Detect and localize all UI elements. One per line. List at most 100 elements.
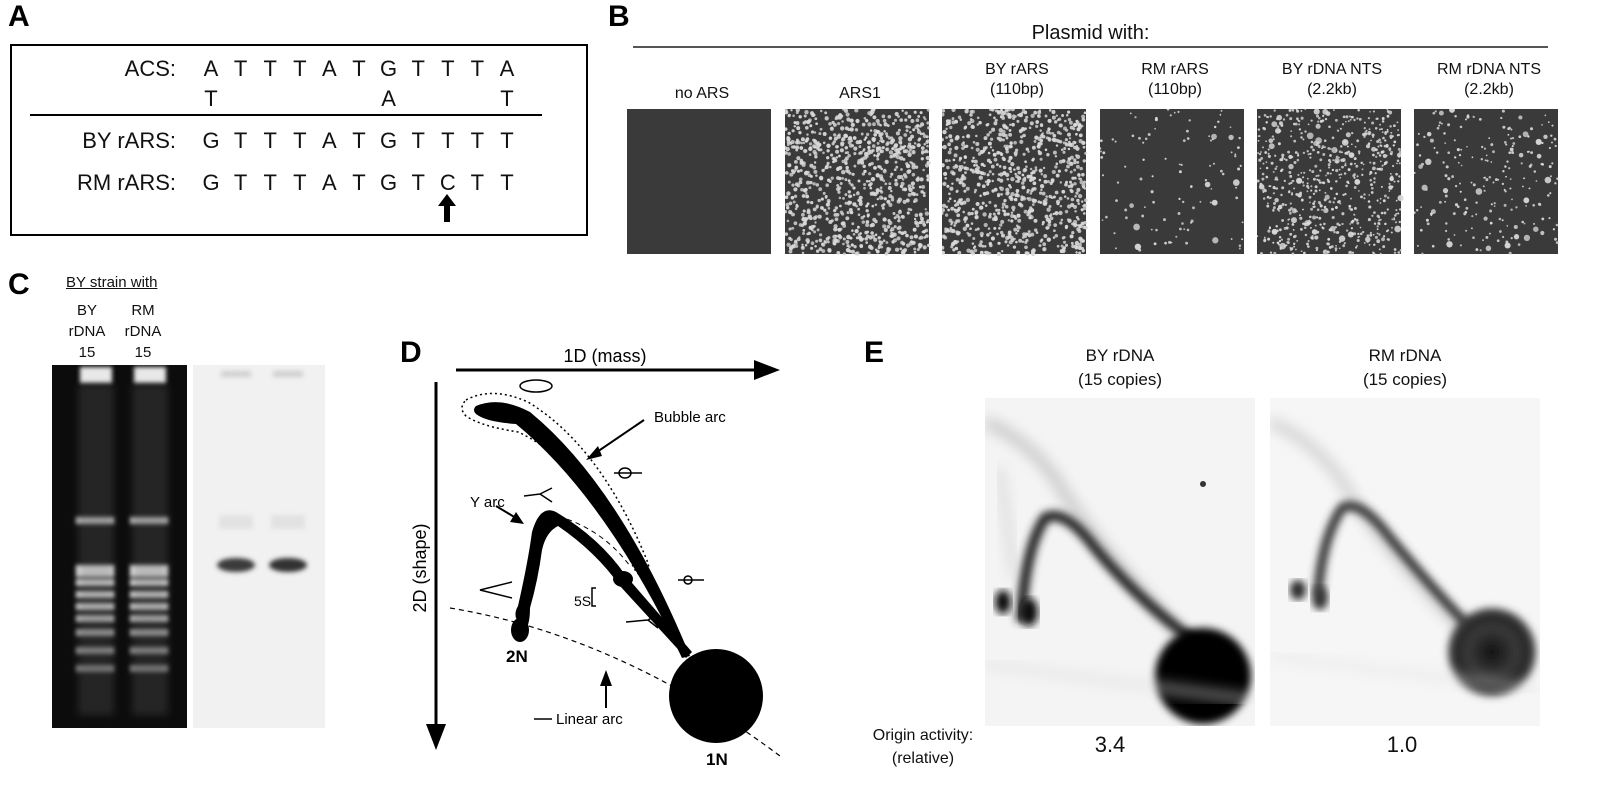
plate-name: RM rDNA NTS: [1437, 61, 1541, 78]
x-axis-label: 1D (mass): [563, 346, 646, 366]
lane-label-rm-line3: 15: [134, 344, 152, 361]
panel-label-b: B: [608, 0, 630, 33]
lane-label-rm-line1: RM: [131, 302, 155, 319]
nucleotide: T: [411, 170, 425, 195]
nucleotide: C: [439, 170, 456, 195]
southern-blot: [193, 365, 325, 728]
nucleotide: G: [380, 170, 398, 195]
plate-size: (2.2kb): [1307, 81, 1357, 98]
plate-label: BY rDNA NTS (2.2kb): [1257, 60, 1407, 100]
panel-label-e: E: [864, 336, 885, 369]
plate-label: BY rARS(110bp): [942, 60, 1092, 100]
origin-activity-line2: (relative): [891, 750, 955, 767]
lane-label-by-line2: rDNA: [68, 323, 106, 340]
nucleotide: T: [263, 170, 277, 195]
colony-plate: [1100, 109, 1244, 254]
linear-arc-label: Linear arc: [556, 711, 623, 728]
bubble-fork-icon: [614, 467, 642, 479]
bubble-arc-outline: [461, 392, 650, 577]
five-s-label: 5S: [574, 593, 591, 609]
small-fork-icon: [625, 613, 659, 629]
nucleotide: T: [441, 128, 455, 153]
blot-title-by-line2: (15 copies): [1077, 370, 1163, 389]
nucleotide: T: [233, 56, 248, 81]
colony-plate: [942, 109, 1088, 257]
lane-label-rm-line2: rDNA: [124, 323, 162, 340]
blot-title-rm-line2: (15 copies): [1362, 370, 1448, 389]
plate-label: RM rDNA NTS (2.2kb): [1414, 60, 1564, 100]
nucleotide: T: [352, 170, 366, 195]
plasmid-header-rule: [633, 46, 1548, 48]
nucleotide: A: [322, 170, 337, 195]
nucleotide: T: [352, 128, 366, 153]
lane-label-by-line1: BY: [76, 302, 97, 319]
five-s-spot: [613, 571, 633, 587]
lane-label-by: BY rDNA 15: [62, 300, 112, 363]
nucleotide: A: [499, 56, 515, 81]
linear-arc-curve: [449, 607, 781, 757]
nucleotide: A: [381, 86, 396, 111]
ethidium-gel: [52, 365, 187, 728]
colony-plate: [1414, 109, 1559, 256]
origin-activity-label: Origin activity: (relative): [852, 724, 994, 770]
nucleotide: T: [263, 128, 277, 153]
nucleotide: T: [411, 128, 425, 153]
bubble-icon: [519, 379, 553, 393]
blot-title-rm-line1: RM rDNA: [1368, 346, 1442, 365]
mutation-arrow-icon: [436, 194, 458, 227]
two-d-gel-diagram: 1D (mass) 2D (shape) Bubble arc Y arc 5S…: [410, 346, 781, 769]
blot-title-by-line1: BY rDNA: [1085, 346, 1155, 365]
nucleotide: T: [441, 56, 455, 81]
nucleotide: T: [293, 170, 307, 195]
nucleotide: G: [380, 128, 398, 153]
nucleotide: T: [500, 86, 514, 111]
y-fork-icon: [523, 487, 553, 503]
nucleotide: A: [203, 56, 219, 81]
plate-size: (2.2kb): [1464, 81, 1514, 98]
two-n-spot: [511, 618, 529, 642]
nucleotide: T: [500, 128, 514, 153]
nucleotide: G: [202, 170, 220, 195]
colony-plate: [785, 109, 931, 256]
nucleotide: A: [322, 128, 337, 153]
nucleotide: T: [500, 170, 514, 195]
blot-title-rm: RM rDNA (15 copies): [1270, 344, 1540, 392]
nucleotide: T: [352, 56, 366, 81]
plate-size: (110bp): [1148, 81, 1202, 98]
alignment-divider: [30, 114, 542, 116]
sequence-row-label: ACS:: [124, 56, 176, 81]
bubble-arc-label: Bubble arc: [654, 409, 726, 426]
panel-label-d: D: [400, 336, 422, 369]
y-arc: [515, 510, 692, 658]
nucleotide: T: [293, 56, 307, 81]
nucleotide: T: [233, 170, 248, 195]
plate-size: (110bp): [990, 81, 1044, 98]
nucleotide: T: [470, 56, 485, 81]
nucleotide: T: [470, 170, 485, 195]
bubble-near-linear-icon: [678, 575, 704, 585]
plate-label: no ARS: [627, 84, 777, 104]
nucleotide: T: [263, 56, 277, 81]
colony-plate: [1257, 109, 1404, 256]
nucleotide: T: [233, 128, 248, 153]
plate-name: BY rDNA NTS: [1281, 61, 1383, 78]
nucleotide: A: [322, 56, 337, 81]
y-arc-label: Y arc: [470, 494, 505, 511]
origin-activity-rm: 1.0: [1386, 732, 1418, 757]
lane-label-rm: RM rDNA 15: [118, 300, 168, 363]
x-shape-icon: [479, 581, 513, 599]
sequence-row-label: RM rARS:: [77, 170, 176, 195]
plate-label: ARS1: [785, 84, 935, 104]
gel-strain-title: BY strain with: [66, 274, 158, 291]
two-d-blot-by: [985, 398, 1255, 726]
plate-name: no ARS: [674, 85, 730, 102]
panel-label-c: C: [8, 268, 30, 301]
plate-label: RM rARS (110bp): [1100, 60, 1250, 100]
plate-name: RM rARS: [1141, 61, 1209, 78]
origin-activity-line1: Origin activity:: [872, 727, 974, 744]
nucleotide: G: [202, 128, 220, 153]
sequence-row-label: BY rARS:: [82, 128, 176, 153]
y-axis-label: 2D (shape): [410, 523, 430, 612]
y-arc-outline: [549, 513, 631, 567]
two-n-label: 2N: [506, 647, 528, 666]
